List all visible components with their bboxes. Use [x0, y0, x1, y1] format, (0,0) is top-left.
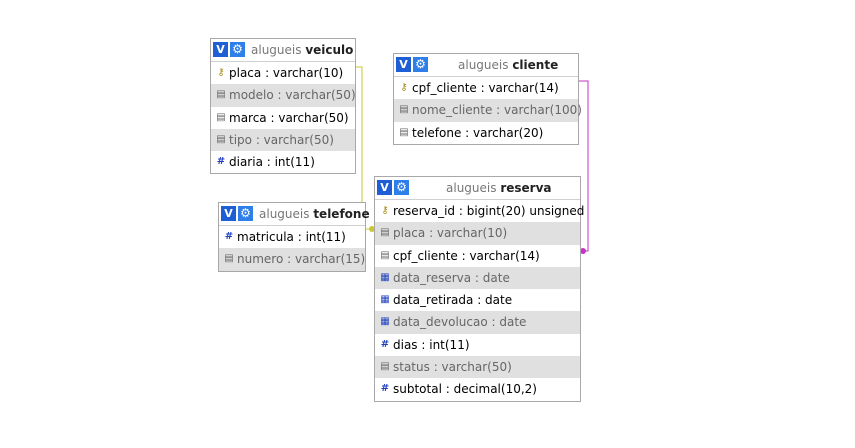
table-title: alugueis cliente: [458, 57, 558, 73]
key-icon: ⚷: [400, 82, 408, 93]
column-row[interactable]: #dias : int(11): [375, 334, 580, 356]
text-icon: ▤: [216, 133, 226, 145]
table-name: cliente: [512, 58, 559, 72]
toggle-columns-button[interactable]: V: [396, 57, 411, 72]
text-icon: ▤: [399, 126, 409, 138]
table-name: reserva: [500, 181, 552, 195]
database-name: alugueis: [458, 58, 509, 72]
table-title: alugueis telefone: [259, 206, 370, 222]
table-header[interactable]: V ⚙ alugueis telefone: [219, 203, 370, 226]
text-icon: ▤: [380, 227, 390, 239]
table-header[interactable]: V ⚙ alugueis veiculo: [211, 39, 355, 62]
database-name: alugueis: [251, 43, 302, 57]
column-row[interactable]: ▦data_reserva : date: [375, 266, 580, 290]
column-label: modelo : varchar(50): [229, 88, 356, 103]
relation-line-placa: [356, 66, 374, 230]
table-header[interactable]: V ⚙ alugueis cliente: [394, 54, 578, 77]
toggle-columns-button[interactable]: V: [377, 180, 392, 195]
column-row[interactable]: #diaria : int(11): [211, 151, 355, 173]
column-label: diaria : int(11): [229, 155, 315, 170]
gear-icon[interactable]: ⚙: [238, 206, 253, 221]
column-label: numero : varchar(15): [237, 252, 366, 267]
gear-icon[interactable]: ⚙: [413, 57, 428, 72]
column-label: data_devolucao : date: [393, 315, 527, 330]
column-label: cpf_cliente : varchar(14): [393, 248, 540, 263]
table-header[interactable]: V ⚙ alugueis reserva: [375, 177, 580, 200]
column-row[interactable]: ▤placa : varchar(10): [375, 222, 580, 245]
column-label: marca : varchar(50): [229, 110, 349, 125]
number-icon: #: [224, 231, 234, 242]
table-title: alugueis veiculo: [251, 42, 353, 58]
column-row[interactable]: ▤status : varchar(50): [375, 356, 580, 379]
column-row[interactable]: ▤modelo : varchar(50): [211, 84, 356, 107]
key-icon: ⚷: [381, 205, 389, 216]
date-icon: ▦: [380, 271, 390, 283]
relation-endpoint-placa: [369, 226, 375, 232]
column-label: data_retirada : date: [393, 293, 513, 308]
gear-icon[interactable]: ⚙: [394, 180, 409, 195]
column-label: reserva_id : bigint(20) unsigned: [393, 204, 585, 218]
column-label: matricula : int(11): [237, 230, 346, 244]
key-icon: ⚷: [217, 67, 225, 78]
date-icon: ▦: [380, 294, 390, 306]
relation-endpoint-cpf: [580, 248, 586, 254]
number-icon: #: [380, 383, 390, 395]
table-name: veiculo: [305, 43, 354, 57]
number-icon: #: [380, 338, 390, 350]
column-label: subtotal : decimal(10,2): [393, 382, 537, 397]
column-row[interactable]: ⚷ reserva_id : bigint(20) unsigned: [375, 200, 584, 222]
toggle-columns-button[interactable]: V: [213, 42, 228, 57]
toggle-columns-button[interactable]: V: [221, 206, 236, 221]
column-label: nome_cliente : varchar(100): [412, 103, 582, 118]
column-label: status : varchar(50): [393, 360, 512, 375]
table-veiculo[interactable]: V ⚙ alugueis veiculo ⚷ placa : varchar(10…: [210, 38, 356, 175]
text-icon: ▤: [224, 253, 234, 265]
column-row[interactable]: ▤tipo : varchar(50): [211, 128, 355, 152]
table-telefone[interactable]: V ⚙ alugueis telefone #matricula : int(1…: [218, 202, 370, 272]
text-icon: ▤: [399, 104, 409, 116]
column-row[interactable]: ▦data_devolucao : date: [375, 311, 580, 334]
gear-icon[interactable]: ⚙: [230, 42, 245, 57]
column-label: dias : int(11): [393, 337, 470, 352]
text-icon: ▤: [380, 249, 390, 261]
database-name: alugueis: [259, 207, 310, 221]
column-row[interactable]: #subtotal : decimal(10,2): [375, 378, 580, 400]
column-label: cpf_cliente : varchar(14): [412, 81, 559, 95]
column-row[interactable]: ▤telefone : varchar(20): [394, 122, 578, 144]
column-label: placa : varchar(10): [393, 226, 508, 241]
column-label: tipo : varchar(50): [229, 132, 334, 147]
table-name: telefone: [313, 207, 370, 221]
text-icon: ▤: [380, 361, 390, 373]
column-label: data_reserva : date: [393, 270, 510, 285]
text-icon: ▤: [216, 111, 226, 123]
table-title: alugueis reserva: [446, 180, 552, 196]
table-reserva[interactable]: V ⚙ alugueis reserva ⚷ reserva_id : bigin…: [374, 176, 584, 402]
column-row[interactable]: ⚷ placa : varchar(10): [211, 62, 355, 84]
text-icon: ▤: [216, 89, 226, 101]
number-icon: #: [216, 156, 226, 168]
column-label: telefone : varchar(20): [412, 125, 544, 140]
column-row[interactable]: ▤numero : varchar(15): [219, 248, 366, 271]
column-row[interactable]: ▦data_retirada : date: [375, 289, 580, 311]
date-icon: ▦: [380, 316, 390, 328]
column-row[interactable]: ⚷ cpf_cliente : varchar(14): [394, 77, 578, 99]
column-row[interactable]: #matricula : int(11): [219, 226, 365, 248]
database-name: alugueis: [446, 181, 497, 195]
column-label: placa : varchar(10): [229, 66, 344, 80]
table-cliente[interactable]: V ⚙ alugueis cliente ⚷ cpf_cliente : varc…: [393, 53, 582, 145]
column-row[interactable]: ▤nome_cliente : varchar(100): [394, 99, 582, 122]
column-row[interactable]: ▤cpf_cliente : varchar(14): [375, 245, 580, 267]
column-row[interactable]: ▤marca : varchar(50): [211, 107, 355, 129]
